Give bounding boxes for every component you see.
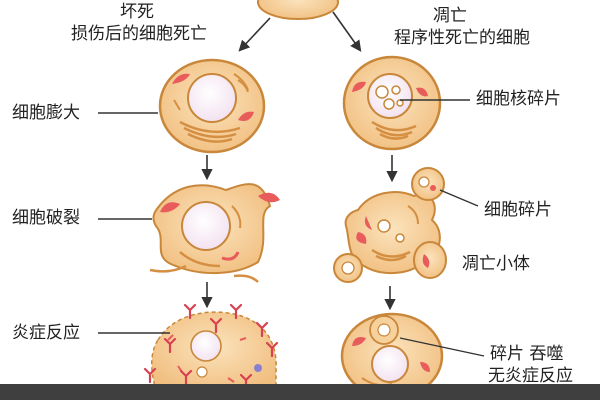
bottom-scrollbar-strip (0, 384, 600, 400)
label-cell-rupture: 细胞破裂 (12, 208, 80, 228)
arrow-to-necrosis (238, 17, 271, 52)
apoptosis-subtitle: 程序性死亡的细胞 (394, 28, 530, 48)
label-apoptotic-bodies: 凋亡小体 (462, 254, 530, 274)
pointer-cell-fragments (439, 189, 479, 207)
phagocyte-cell (340, 312, 444, 400)
label-nuclear-fragmentation: 细胞核碎片 (476, 89, 561, 109)
label-inflammation: 炎症反应 (12, 323, 80, 343)
label-phagocytosis-line1: 碎片 吞噬 (490, 344, 564, 364)
apoptotic-bodies (333, 167, 447, 283)
inflamed-cell (143, 303, 279, 391)
parent-cell (257, 0, 339, 20)
necrosis-title: 坏死 (120, 2, 154, 22)
label-phagocytosis-line2: 无炎症反应 (488, 366, 573, 386)
pointer-phagocytosis (399, 337, 485, 357)
necrosis-subtitle: 损伤后的细胞死亡 (71, 24, 207, 44)
fragmenting-nucleus-cell (342, 55, 442, 151)
label-cell-fragments: 细胞碎片 (484, 200, 552, 220)
apoptosis-title: 凋亡 (433, 6, 467, 26)
arrow-to-apoptosis (332, 11, 362, 52)
ruptured-cell (149, 183, 280, 283)
label-cell-swelling: 细胞膨大 (12, 103, 80, 123)
swollen-cell (158, 58, 266, 154)
